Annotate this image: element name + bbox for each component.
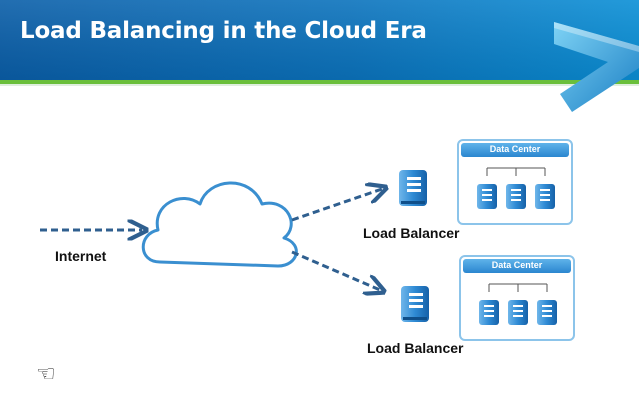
load-balancer-1-label: Load Balancer <box>363 225 460 241</box>
arrow-to-balancer-1 <box>291 189 382 222</box>
load-balancer-2-server-icon <box>401 286 429 322</box>
slide-title: Load Balancing in the Cloud Era <box>20 18 427 44</box>
pointing-hand-icon[interactable]: ☜ <box>36 362 56 387</box>
header-background <box>0 0 639 86</box>
data-center-1-title: Data Center <box>489 144 541 154</box>
cloud-icon <box>141 181 298 268</box>
load-balancer-1-server-icon <box>399 170 427 206</box>
arrow-to-balancer-2 <box>291 250 380 290</box>
header-banner: Load Balancing in the Cloud Era <box>0 0 639 86</box>
internet-label: Internet <box>55 248 107 264</box>
data-center-2-title: Data Center <box>491 260 543 270</box>
load-balancing-diagram <box>40 139 575 341</box>
data-center-1 <box>457 139 573 225</box>
data-center-2 <box>459 255 575 341</box>
logo-chevron-icon <box>554 22 639 112</box>
load-balancer-2-label: Load Balancer <box>367 340 464 356</box>
